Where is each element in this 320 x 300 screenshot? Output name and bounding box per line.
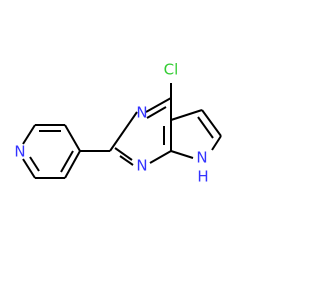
- bond-py-c4-c5: [64, 150, 81, 179]
- molecule-structure: Cl N N N N H: [14, 61, 222, 186]
- atom-n7: N: [196, 149, 207, 167]
- atom-n-pyridine: N: [14, 143, 25, 161]
- bond-n7-c7a: [170, 150, 194, 159]
- bond-n3-c2: [109, 111, 138, 152]
- bond-c2-n1: [114, 147, 133, 161]
- bond-py-c6-n: [22, 158, 36, 179]
- atom-h7: H: [197, 168, 208, 186]
- atom-labels: Cl N N N N H: [14, 61, 208, 186]
- atom-n3: N: [136, 104, 147, 122]
- bond-c4a-c5: [170, 109, 203, 121]
- bond-py-c4-c3: [64, 124, 81, 152]
- atom-chlorine: Cl: [164, 61, 179, 79]
- bond-py-c4-c5-second: [60, 150, 74, 173]
- bond-c2-n1-second: [119, 155, 134, 166]
- bonds: [22, 83, 222, 179]
- bond-c5-c6-second: [197, 116, 214, 139]
- bond-c4-n3: [145, 97, 172, 113]
- bond-py-c2-n: [22, 124, 36, 145]
- bond-c6-n7: [211, 135, 222, 151]
- bond-py-c6-n-second: [29, 156, 40, 172]
- atom-n1: N: [136, 157, 147, 175]
- bond-n1-c7a: [149, 150, 172, 164]
- bond-c4-n3-second: [146, 106, 167, 119]
- bond-c5-c6: [201, 109, 222, 137]
